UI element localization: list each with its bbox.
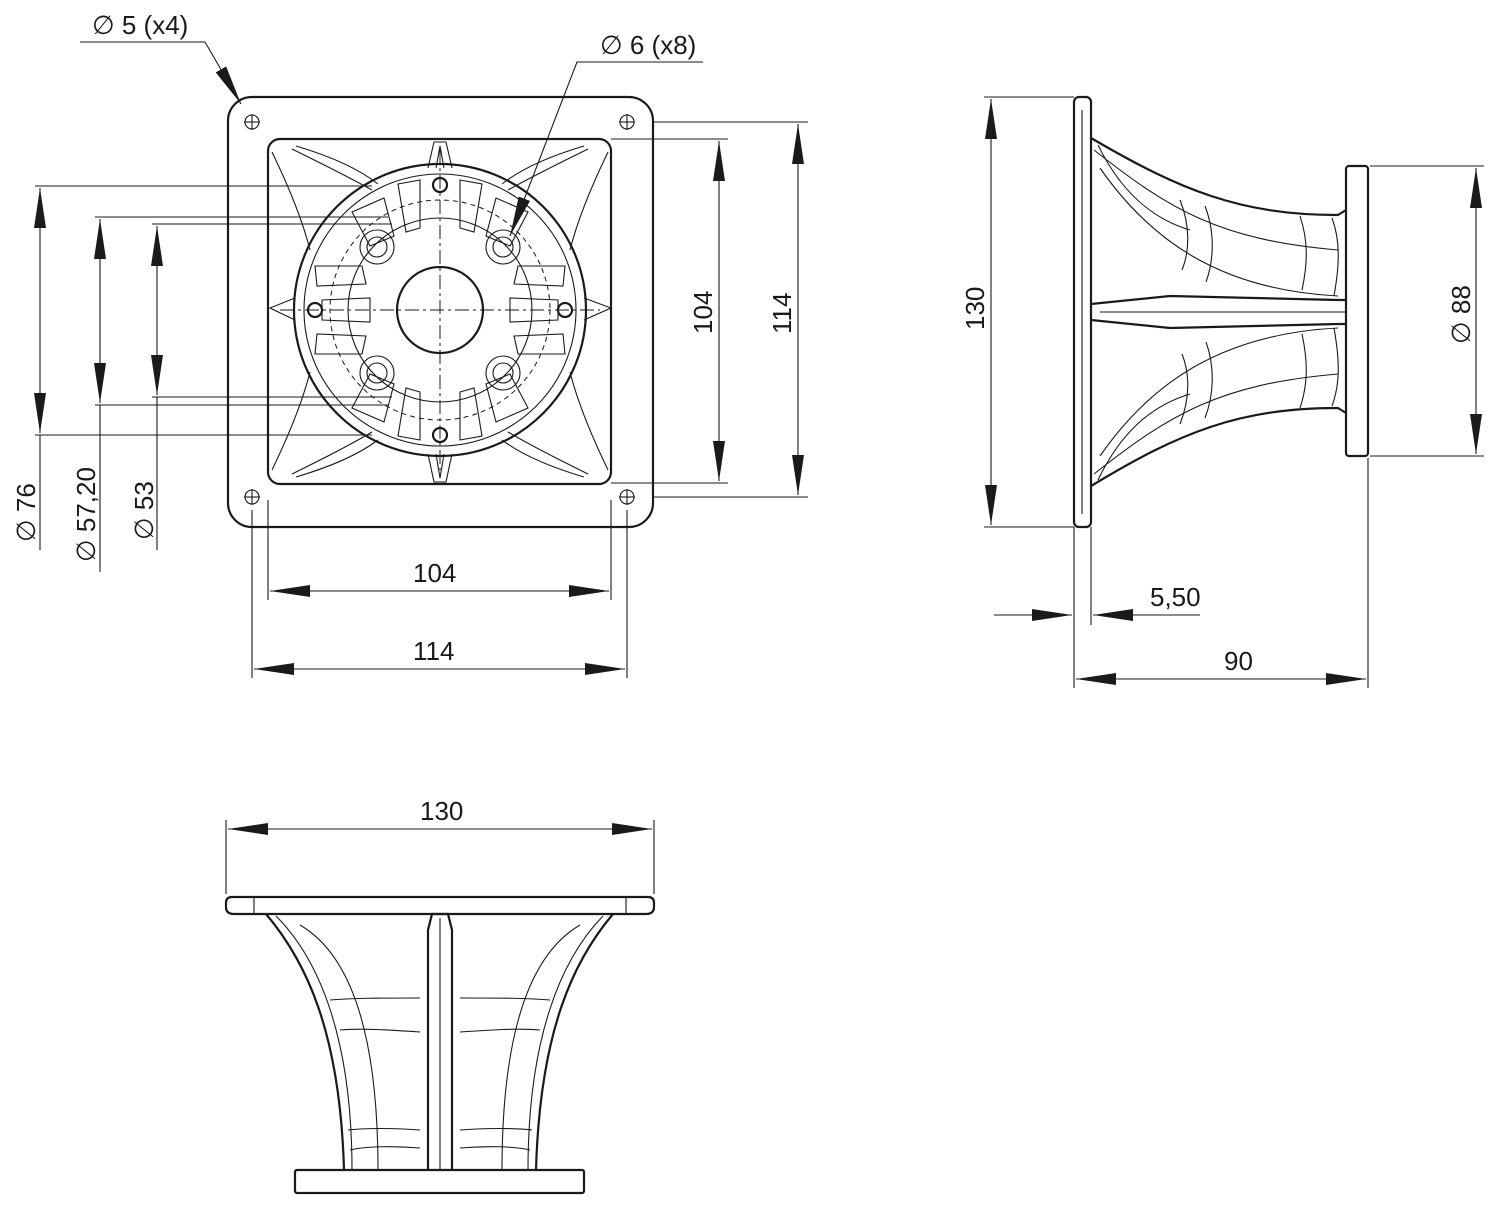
dim-side-depth: 90 [1224, 646, 1253, 676]
dim-side-height: 130 [960, 287, 990, 330]
dim-dia-53: ∅ 53 [129, 481, 159, 540]
driver-slots [314, 179, 566, 441]
side-view: 130 ∅ 88 5,50 90 [960, 95, 1484, 688]
dim-outer-height: 114 [767, 293, 797, 334]
dim-outer-width: 114 [413, 636, 454, 666]
top-view: 130 [224, 796, 656, 1195]
front-outer-plate [226, 95, 655, 529]
dim-flange-thickness: 5,50 [1150, 582, 1201, 612]
top-mouth-flange [224, 895, 656, 916]
dim-inner-height: 104 [688, 291, 718, 334]
top-throat-flange [293, 1168, 586, 1195]
side-throat-flange [1344, 164, 1370, 458]
dim-top-width: 130 [420, 796, 463, 826]
dim-inner-width: 104 [413, 558, 456, 588]
front-horn-mouth [266, 137, 613, 486]
side-mouth-flange [1072, 95, 1093, 529]
callout-mount-holes: ∅ 5 (x4) [92, 10, 188, 40]
callout-driver-holes: ∅ 6 (x8) [600, 30, 696, 60]
dim-throat-dia: ∅ 88 [1446, 285, 1476, 344]
mount-holes [244, 114, 635, 505]
dim-dia-76: ∅ 76 [11, 483, 41, 542]
front-view: ∅ 5 (x4) ∅ 6 (x8) 104 114 104 114 ∅ 76 ∅… [11, 10, 808, 678]
dim-dia-57: ∅ 57,20 [71, 467, 101, 562]
